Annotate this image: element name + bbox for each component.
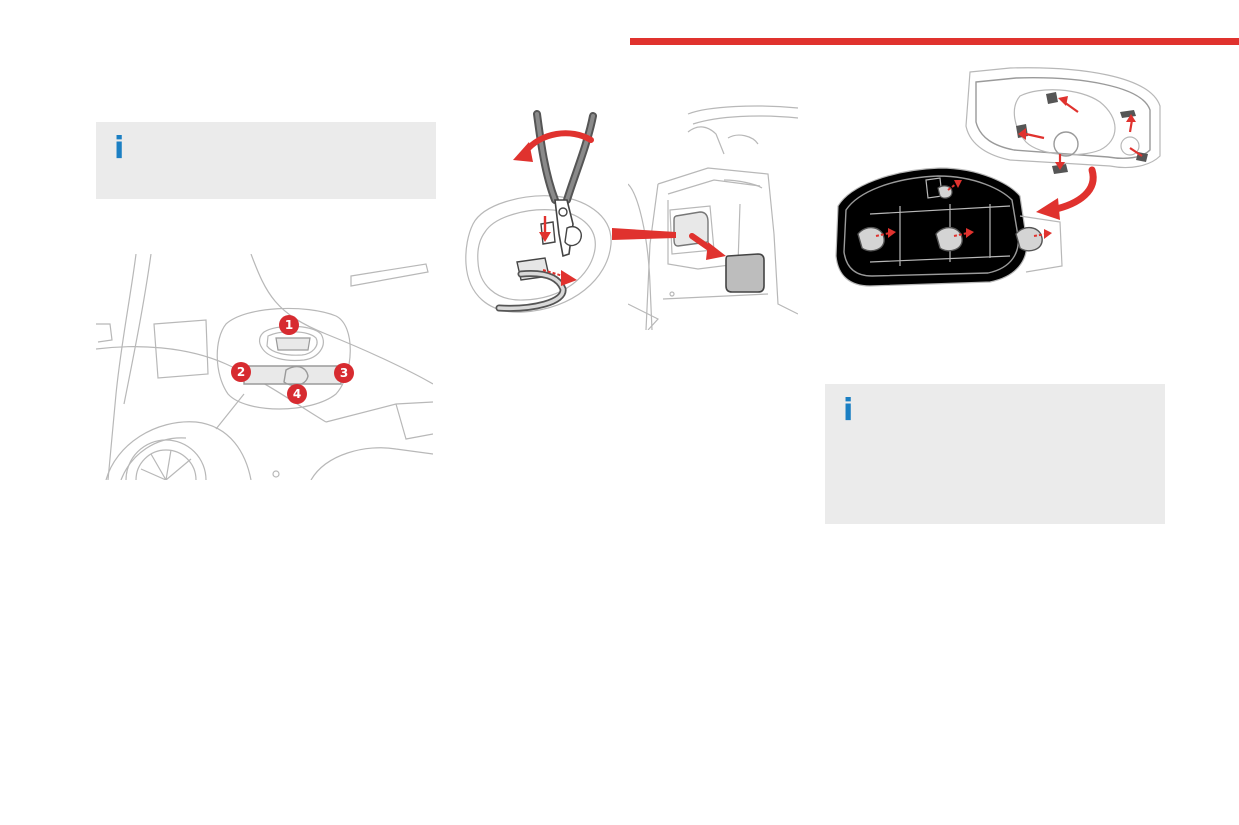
info-note-box: i xyxy=(825,384,1165,524)
callout-number: 4 xyxy=(293,387,301,401)
section-header-bar xyxy=(630,38,1239,45)
arrow-down-icon xyxy=(539,232,551,242)
arrow-head-icon xyxy=(513,142,533,162)
connector-pointer xyxy=(612,228,676,240)
tail-lamp-bulb-holder-illustration xyxy=(835,67,1161,287)
callout-badge: 4 xyxy=(287,384,307,404)
callout-number: 3 xyxy=(340,366,348,380)
arrow-head-icon xyxy=(1036,198,1060,220)
callout-badge: 1 xyxy=(279,315,299,335)
pliers-clip-removal-illustration xyxy=(465,110,612,313)
trunk-trim-panel-illustration xyxy=(628,105,798,330)
callout-badge: 3 xyxy=(334,363,354,383)
info-note-box: i xyxy=(96,122,436,199)
callout-number: 1 xyxy=(285,318,293,332)
arrow-right-icon xyxy=(706,242,726,260)
rotate-arrow-icon xyxy=(1048,166,1097,214)
callout-badge: 2 xyxy=(231,362,251,382)
info-icon: i xyxy=(114,131,125,166)
callout-number: 2 xyxy=(237,365,245,379)
arrow-right-icon xyxy=(561,270,577,286)
info-icon: i xyxy=(843,393,854,428)
car-rear-lamp-illustration: 1 2 3 4 xyxy=(96,254,433,480)
